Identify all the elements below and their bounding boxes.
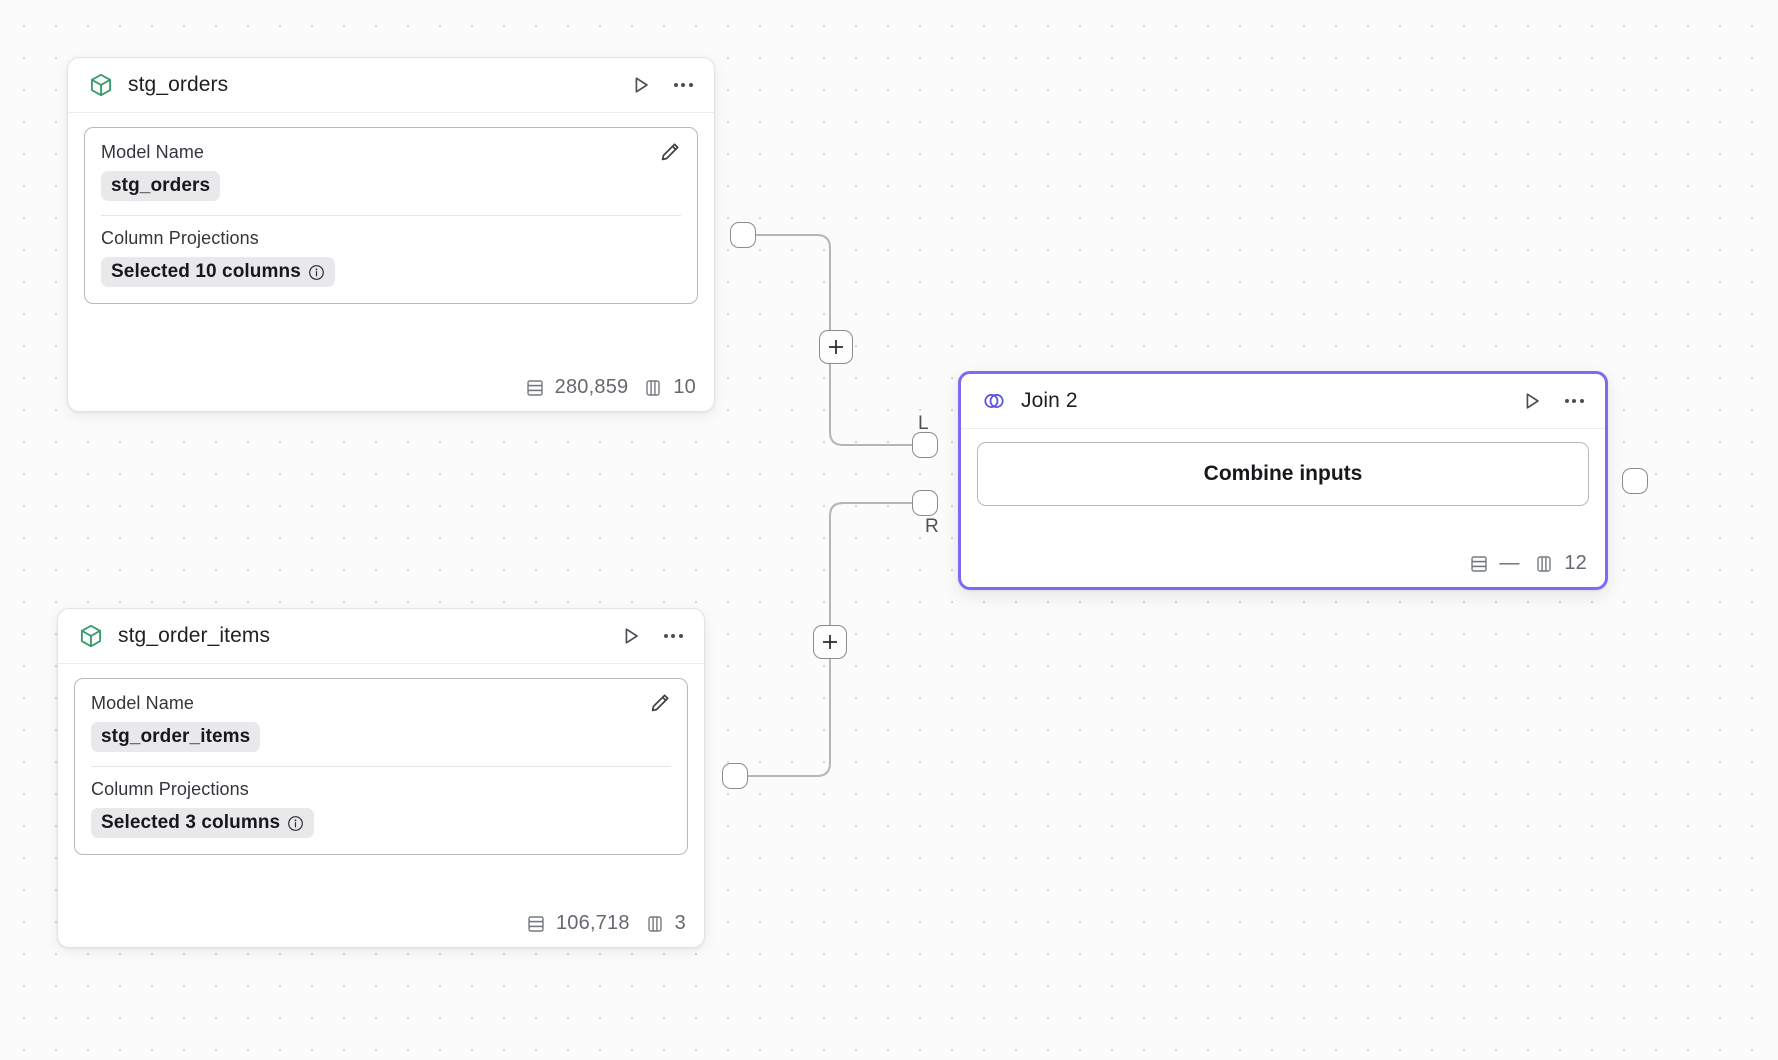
info-icon[interactable] [308,264,325,281]
field-label-model-name: Model Name [91,693,195,713]
node-body-join-2: Combine inputs [961,429,1605,542]
stat-columns: 12 [1533,552,1587,575]
columns-icon [1533,553,1555,575]
more-icon[interactable] [1561,388,1587,414]
field-value-model-name[interactable]: stg_order_items [91,722,261,752]
config-divider [91,766,671,767]
input-port-label-left: L [918,413,929,434]
stat-rows-value: 106,718 [555,912,630,934]
field-label-column-projections: Column Projections [91,779,249,799]
config-box-stg-orders[interactable]: Model Name stg_orders Column Projections… [84,127,698,304]
stat-rows: 280,859 [524,376,629,399]
node-stg-order-items[interactable]: stg_order_items Model Name stg_order [57,608,705,948]
node-stg-orders[interactable]: stg_orders Model Name stg_orders [67,57,715,412]
rows-icon [525,913,547,935]
field-value-column-projections[interactable]: Selected 10 columns [101,257,335,287]
field-value-column-projections[interactable]: Selected 3 columns [91,808,315,838]
field-label-column-projections: Column Projections [101,228,259,248]
stat-columns: 3 [644,912,686,935]
output-port-stg-orders[interactable] [730,222,756,248]
node-footer-join-2: — 12 [961,542,1605,587]
pill-text: stg_orders [111,175,211,196]
node-header-stg-orders: stg_orders [68,58,714,113]
cube-icon [88,72,114,98]
config-divider [101,215,681,216]
edge-add-button-right[interactable] [813,625,847,659]
output-port-stg-order-items[interactable] [722,763,748,789]
field-label-model-name: Model Name [101,142,205,162]
stat-columns-value: 12 [1564,552,1587,574]
node-header-join-2: Join 2 [961,374,1605,429]
node-join-2[interactable]: Join 2 Combine inputs — [958,371,1608,590]
stat-columns-value: 10 [673,376,696,398]
rows-icon [524,377,546,399]
input-port-label-right: R [925,516,939,537]
stat-rows-value: — [1499,552,1520,574]
node-title-stg-orders: stg_orders [128,73,229,96]
config-box-stg-order-items[interactable]: Model Name stg_order_items Column Projec… [74,678,688,855]
join-icon [981,388,1007,414]
node-header-stg-order-items: stg_order_items [58,609,704,664]
stat-columns-value: 3 [674,912,686,934]
node-body-stg-orders: Model Name stg_orders Column Projections… [68,113,714,366]
pill-text: stg_order_items [101,726,251,747]
plus-icon [823,635,837,649]
cube-icon [78,623,104,649]
pencil-icon[interactable] [648,691,674,717]
input-port-join-right[interactable] [912,490,938,516]
play-icon[interactable] [628,72,654,98]
info-icon[interactable] [287,815,304,832]
node-footer-stg-order-items: 106,718 3 [58,902,704,947]
edge-add-button-left[interactable] [819,330,853,364]
stat-rows-value: 280,859 [554,376,629,398]
node-title-join-2: Join 2 [1021,389,1078,412]
more-icon[interactable] [660,623,686,649]
node-body-stg-order-items: Model Name stg_order_items Column Projec… [58,664,704,902]
stat-rows: 106,718 [525,912,630,935]
more-icon[interactable] [670,72,696,98]
node-title-stg-order-items: stg_order_items [118,624,271,647]
pencil-icon[interactable] [658,140,684,166]
rows-icon [1468,553,1490,575]
stat-rows: — [1468,552,1519,575]
play-icon[interactable] [618,623,644,649]
columns-icon [642,377,664,399]
plus-icon [829,340,843,354]
pill-text: Selected 10 columns [111,261,301,282]
columns-icon [644,913,666,935]
pill-text: Selected 3 columns [101,812,281,833]
stat-columns: 10 [642,376,696,399]
input-port-join-left[interactable] [912,432,938,458]
combine-inputs-button[interactable]: Combine inputs [977,442,1589,506]
node-footer-stg-orders: 280,859 10 [68,366,714,411]
play-icon[interactable] [1519,388,1545,414]
output-port-join[interactable] [1622,468,1648,494]
field-value-model-name[interactable]: stg_orders [101,171,221,201]
